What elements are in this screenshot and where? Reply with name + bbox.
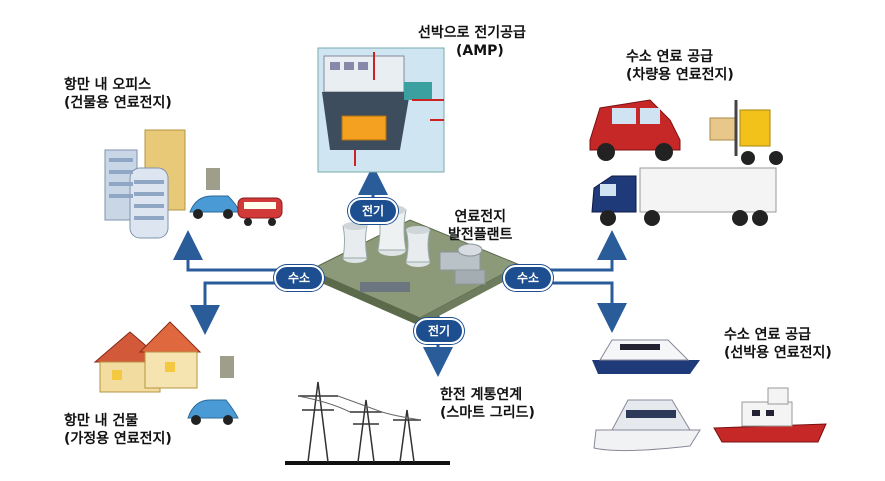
power-grid-illustration <box>285 381 450 465</box>
arrow-to-ship-fuel <box>540 281 627 333</box>
node-ship-fuel-line2: (선박용 연료전지) <box>724 345 832 361</box>
center-title-line1: 연료전지 <box>454 209 506 225</box>
node-building-line1: 항만 내 건물 <box>64 413 139 429</box>
node-building-line2: (가정용 연료전지) <box>64 431 172 447</box>
flow-label-top: 전기 <box>348 198 398 224</box>
node-grid-line1: 한전 계통연계 <box>440 387 523 403</box>
node-vehicle-label: 수소 연료 공급 (차량용 연료전지) <box>626 48 734 84</box>
node-ship-power-line1: 선박으로 전기공급 <box>418 25 526 41</box>
node-vehicle-line2: (차량용 연료전지) <box>626 67 734 83</box>
house-illustration <box>93 321 239 425</box>
ship-illustration <box>592 339 827 452</box>
node-vehicle-line1: 수소 연료 공급 <box>626 49 714 65</box>
ship-power-illustration <box>317 47 445 173</box>
center-title-line2: 발전플랜트 <box>448 227 513 243</box>
arrow-to-building <box>190 281 300 335</box>
node-grid-line2: (스마트 그리드) <box>440 405 535 421</box>
flow-label-bottom: 전기 <box>414 318 464 344</box>
vehicle-illustration <box>589 99 783 226</box>
flow-label-left: 수소 <box>274 265 324 291</box>
fuel-cell-plant-illustration <box>308 205 522 326</box>
node-grid-label: 한전 계통연계 (스마트 그리드) <box>440 386 535 422</box>
arrow-to-vehicle <box>540 230 627 272</box>
node-building-label: 항만 내 건물 (가정용 연료전지) <box>64 412 172 448</box>
node-ship-power-line2: (AMP) <box>456 43 504 59</box>
node-office-line2: (건물용 연료전지) <box>64 95 172 111</box>
node-ship-fuel-line1: 수소 연료 공급 <box>724 327 812 343</box>
office-illustration <box>104 129 283 239</box>
node-ship-fuel-label: 수소 연료 공급 (선박용 연료전지) <box>724 326 832 362</box>
node-ship-power-label: 선박으로 전기공급 (AMP) <box>418 24 526 60</box>
arrow-to-office <box>173 230 300 272</box>
flow-label-right: 수소 <box>503 265 553 291</box>
center-title: 연료전지 발전플랜트 <box>448 208 512 244</box>
node-office-label: 항만 내 오피스 (건물용 연료전지) <box>64 76 172 112</box>
node-office-line1: 항만 내 오피스 <box>64 77 152 93</box>
